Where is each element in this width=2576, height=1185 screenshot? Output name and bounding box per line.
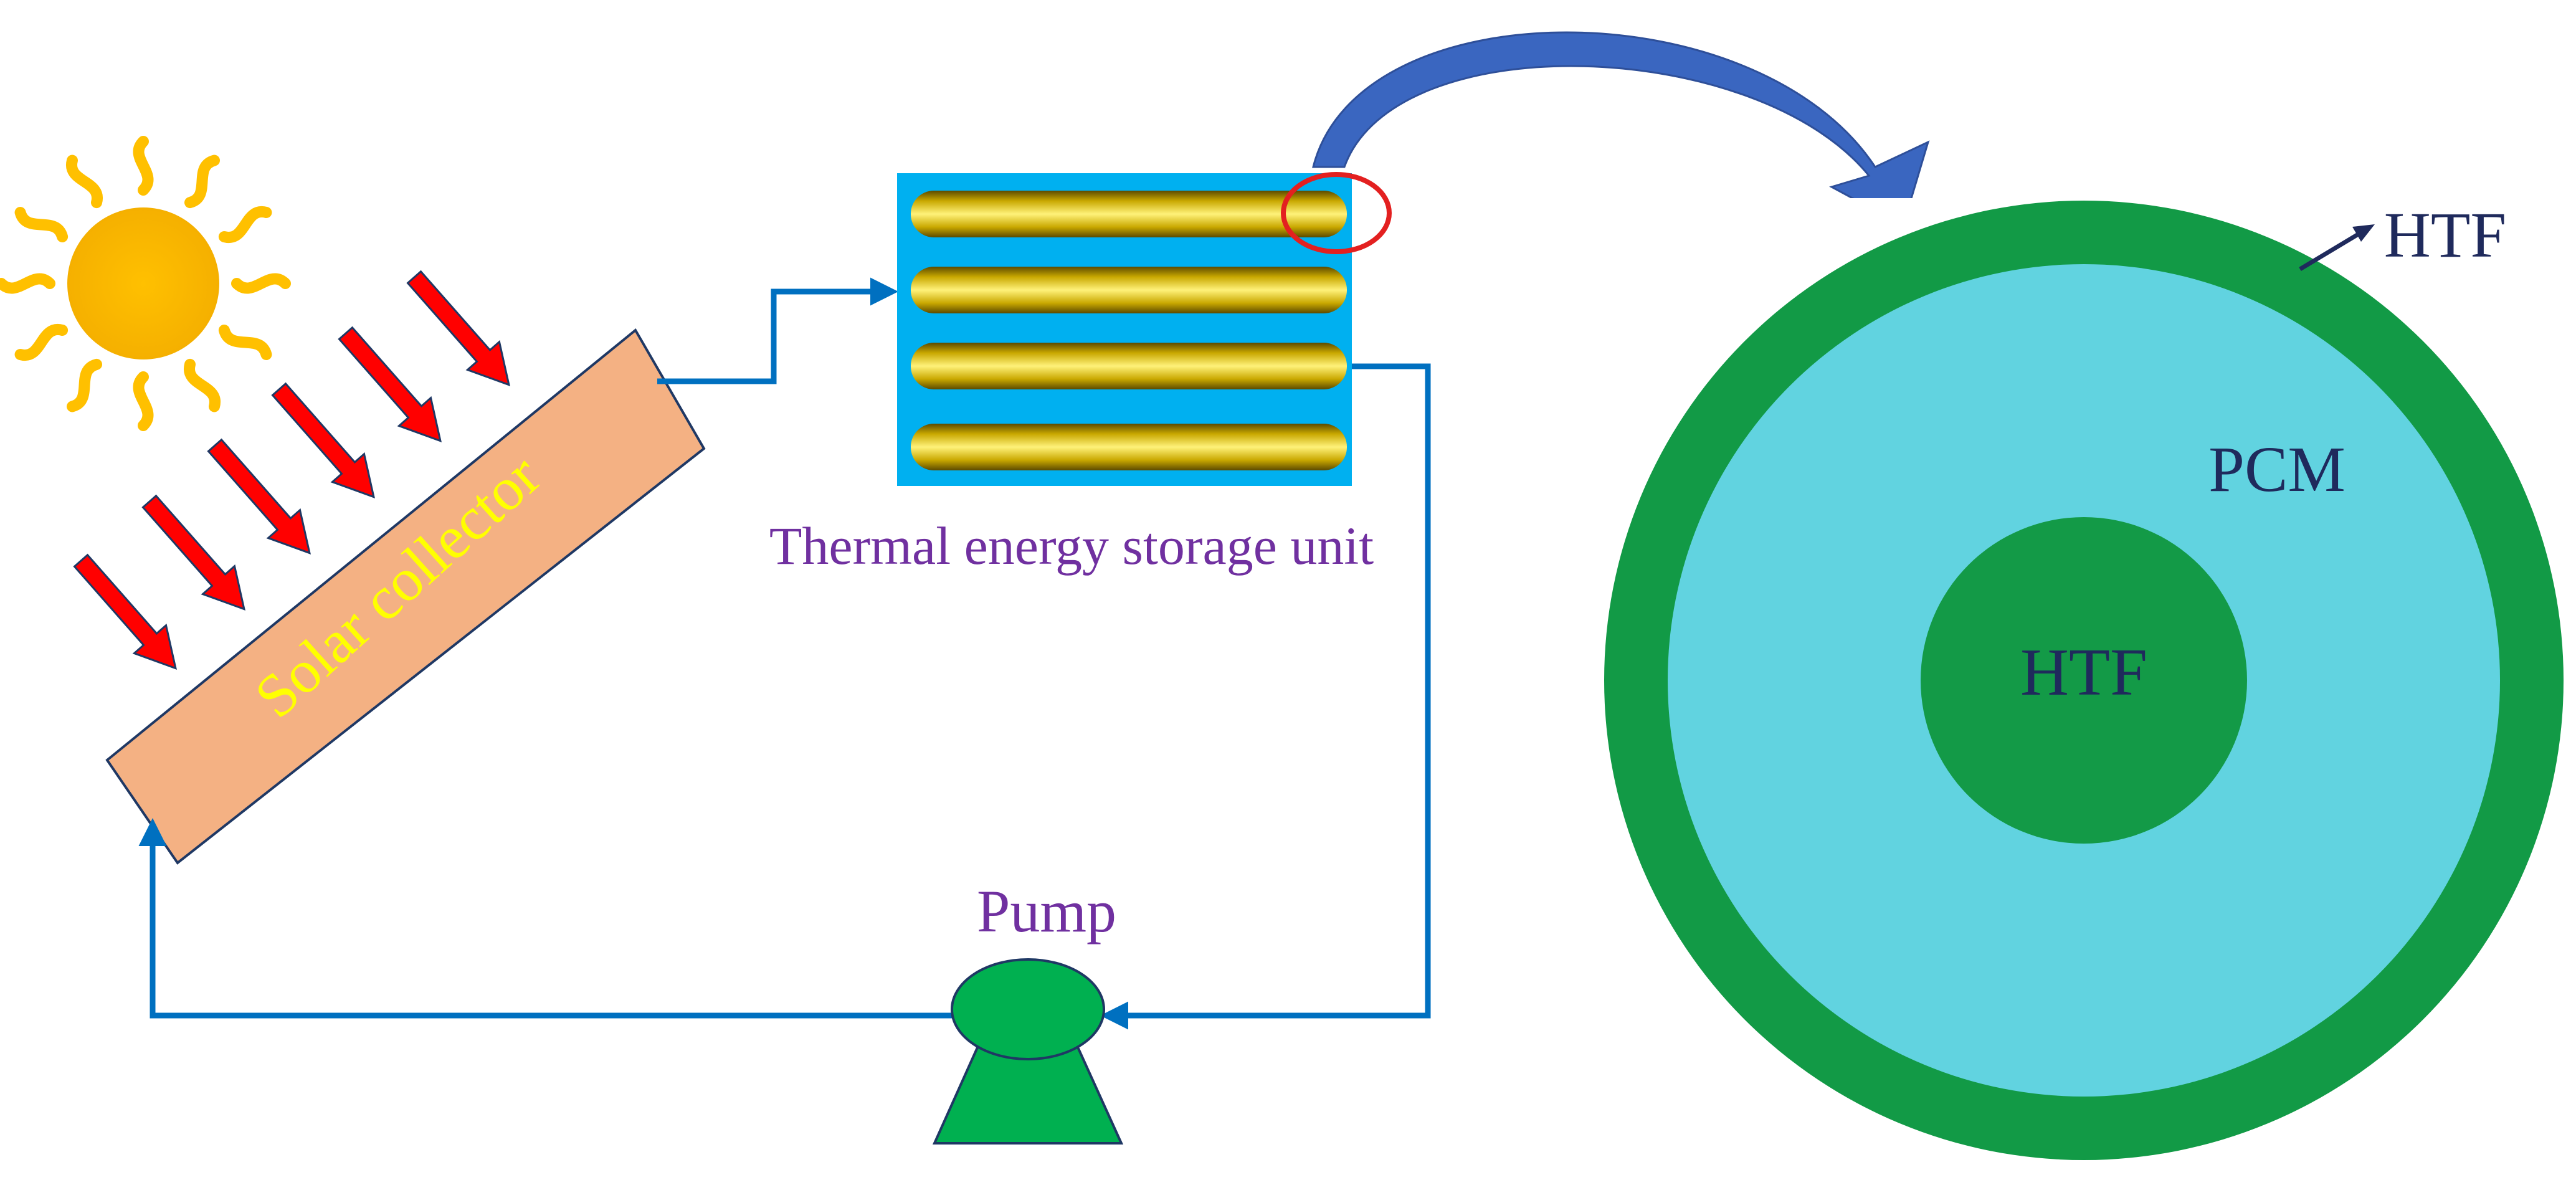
sun-ray xyxy=(184,155,220,209)
highlight-circle xyxy=(1281,172,1392,254)
storage-unit-label: Thermal energy storage unit xyxy=(769,516,1374,576)
htf-pointer xyxy=(2299,229,2364,272)
pipe-collector-to-storage xyxy=(657,277,898,384)
sun-ray xyxy=(67,358,102,412)
pipe-loop xyxy=(138,277,1431,1030)
tube-cross-section: PCM HTF HTF xyxy=(1601,198,2576,1185)
sun-ray-arrow xyxy=(141,494,246,611)
sun-ray xyxy=(133,136,154,196)
sun-ray-arrow xyxy=(73,553,178,670)
storage-tube-4 xyxy=(911,424,1347,470)
pump-label: Pump xyxy=(977,878,1116,945)
sun-ray-arrow xyxy=(338,326,442,443)
htf-outer-label: HTF xyxy=(2384,199,2506,271)
pipe-storage-to-pump xyxy=(1100,363,1431,1030)
solar-collector: Solar collector xyxy=(105,328,706,865)
zoom-arrow xyxy=(1312,31,1930,227)
sun-ray xyxy=(66,155,103,209)
sun-ray-arrow xyxy=(406,270,511,387)
sun-ray xyxy=(14,207,69,242)
sun-ray xyxy=(14,324,69,361)
pump: Pump xyxy=(932,878,1124,1145)
sun-ray xyxy=(184,358,221,412)
sun-ray xyxy=(218,325,272,360)
sun-ray xyxy=(133,371,154,431)
sunlight-ray-arrows xyxy=(73,270,511,670)
sun-ray xyxy=(218,206,272,243)
storage-tube-2 xyxy=(911,267,1347,313)
inner-htf-core xyxy=(1921,517,2247,844)
pipe-pump-to-collector xyxy=(138,818,953,1019)
pcm-label: PCM xyxy=(2208,434,2345,505)
sun-ray-arrow xyxy=(207,438,311,555)
sun-ray xyxy=(231,273,291,294)
storage-tube-1 xyxy=(911,191,1347,237)
sun-ray-arrow xyxy=(271,382,376,499)
storage-tube-3 xyxy=(911,343,1347,389)
sun-ray xyxy=(0,273,55,294)
storage-unit: Thermal energy storage unit xyxy=(769,172,1392,576)
sun-icon xyxy=(0,136,291,431)
htf-inner-label: HTF xyxy=(2020,635,2147,710)
